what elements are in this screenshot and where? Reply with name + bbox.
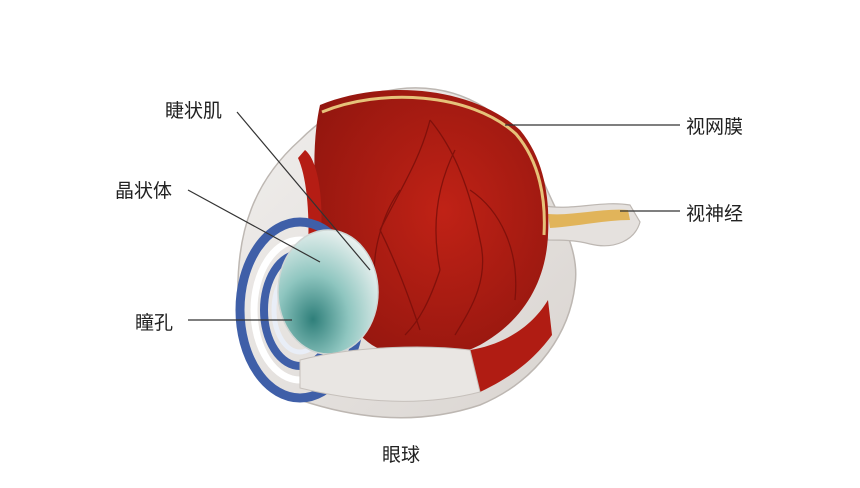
label-pupil: 瞳孔: [135, 312, 174, 334]
diagram-caption: 眼球: [382, 444, 421, 466]
label-optic-nerve: 视神经: [686, 203, 744, 225]
leader-ciliary: [236, 111, 371, 271]
label-retina: 视网膜: [686, 116, 744, 138]
lens: [277, 229, 379, 355]
leader-lines: [187, 111, 680, 321]
label-ciliary-muscle: 睫状肌: [165, 100, 223, 122]
leader-lens: [187, 189, 321, 263]
retina-layer: [321, 95, 546, 236]
label-lens: 晶状体: [115, 180, 173, 202]
